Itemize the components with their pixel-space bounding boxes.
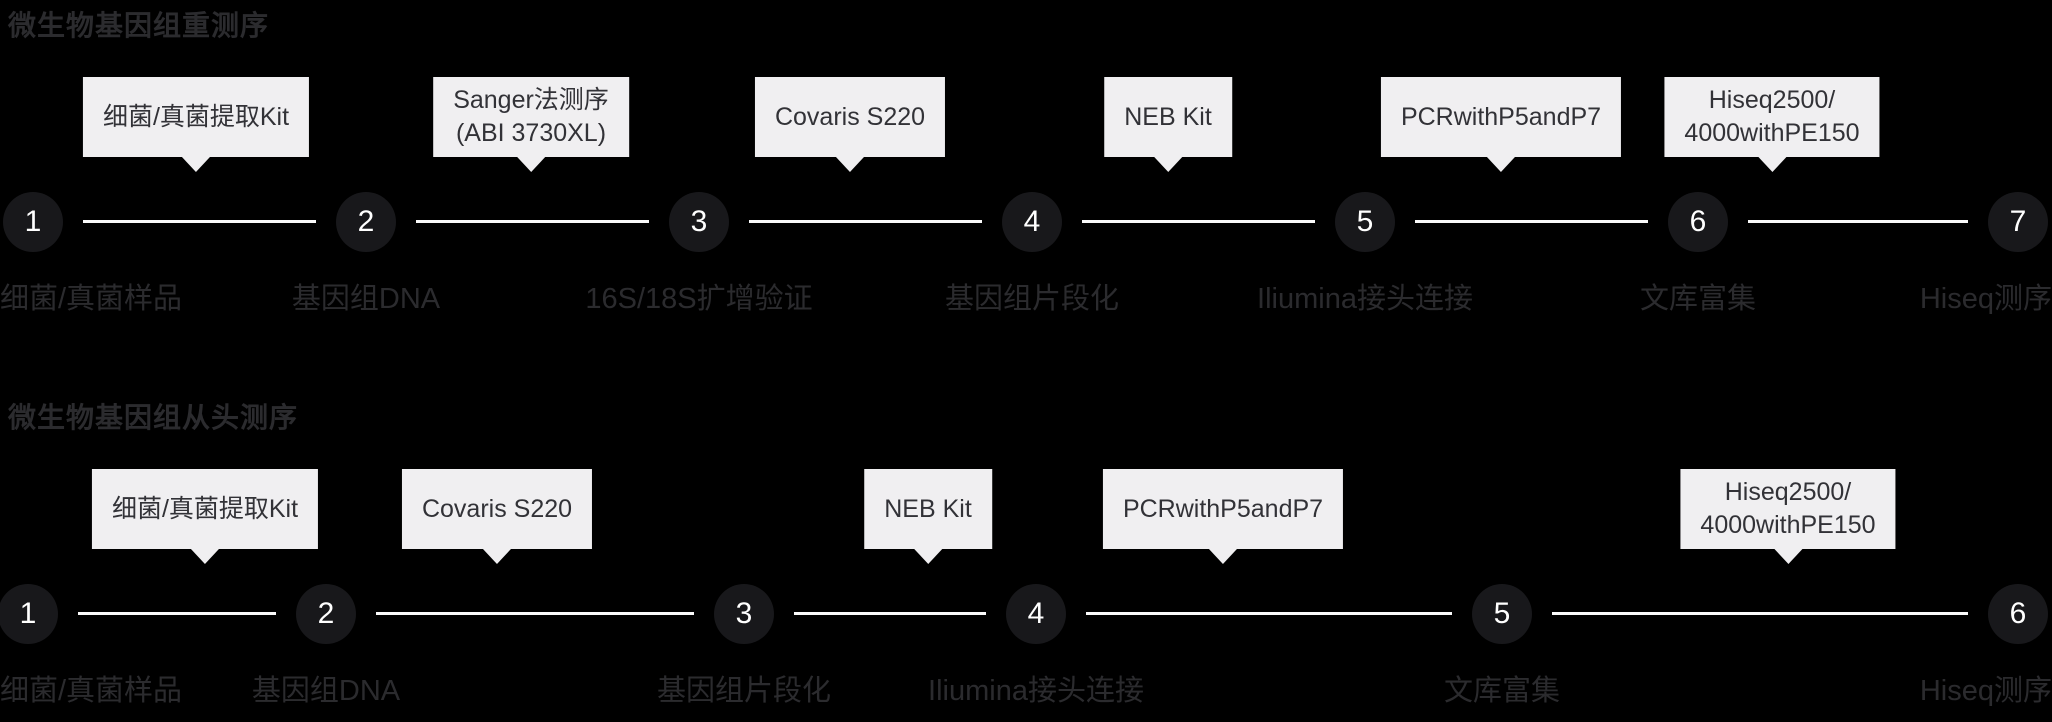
step-number: 2 — [357, 205, 375, 238]
section-title: 微生物基因组重测序 — [8, 10, 270, 41]
step-number: 2 — [317, 597, 335, 630]
step-label: 基因组DNA — [251, 675, 401, 707]
step-tooltip: NEB Kit — [864, 469, 992, 564]
step-number: 4 — [1023, 205, 1041, 238]
tooltip-arrow-icon — [1773, 549, 1802, 564]
step-label: 基因组片段化 — [944, 283, 1120, 315]
connector-line — [83, 220, 316, 223]
step-tooltip: Hiseq2500/4000withPE150 — [1664, 77, 1880, 172]
step-label: 基因组片段化 — [656, 675, 832, 707]
step-number: 3 — [690, 205, 708, 238]
step-tooltip: Sanger法测序 (ABI 3730XL) — [433, 77, 629, 172]
tooltip-text: Covaris S220 — [421, 494, 573, 523]
tooltip-text: Sanger法测序 — [453, 86, 609, 114]
step-circle: 2 — [296, 584, 356, 644]
step-circle: 4 — [1006, 584, 1066, 644]
step-circle: 1 — [0, 584, 58, 644]
step-circle: 7 — [1988, 192, 2048, 252]
tooltip-text: 细菌/真菌提取Kit — [111, 494, 299, 523]
tooltip-arrow-icon — [1757, 157, 1786, 172]
tooltip-text: 4000withPE150 — [1700, 511, 1876, 539]
step-tooltip: Hiseq2500/4000withPE150 — [1680, 469, 1896, 564]
tooltip-arrow-icon — [191, 549, 219, 564]
step-number: 5 — [1356, 205, 1374, 238]
step-label: Hiseq测序 — [1919, 283, 2052, 315]
step-tooltip: 细菌/真菌提取Kit — [82, 77, 310, 172]
step-label: Iliumina接头连接 — [928, 675, 1144, 707]
step-circle: 5 — [1472, 584, 1532, 644]
workflow-section-resequencing: 微生物基因组重测序 细菌/真菌提取Kit Sanger法测序 (ABI 3730XL… — [0, 0, 2052, 330]
step-circle: 3 — [714, 584, 774, 644]
tooltip-text: PCRwithP5andP7 — [1122, 494, 1324, 523]
tooltip-arrow-icon — [835, 157, 864, 172]
step-label: 文库富集 — [1639, 283, 1757, 315]
step-number: 1 — [24, 205, 42, 238]
step-number: 6 — [1689, 205, 1707, 238]
step-label: 细菌/真菌样品 — [0, 675, 183, 707]
step-number: 1 — [19, 597, 37, 630]
tooltip-arrow-icon — [1209, 549, 1237, 564]
workflow-section-denovo: 微生物基因组从头测序 细菌/真菌提取Kit Covaris S220 NEB Kit… — [0, 392, 2052, 722]
step-tooltip: Covaris S220 — [401, 469, 593, 564]
step-number: 6 — [2009, 597, 2027, 630]
tooltip-text: PCRwithP5andP7 — [1400, 102, 1602, 131]
step-tooltip: Covaris S220 — [754, 77, 946, 172]
step-tooltip: 细菌/真菌提取Kit — [91, 469, 319, 564]
timeline: 细菌/真菌提取Kit Sanger法测序 (ABI 3730XL) Covaris S… — [0, 0, 2052, 330]
step-label: Hiseq测序 — [1919, 675, 2052, 707]
tooltip-text: Hiseq2500/ — [1708, 86, 1836, 114]
section-title: 微生物基因组从头测序 — [8, 402, 299, 433]
step-circle: 2 — [336, 192, 396, 252]
step-tooltip: PCRwithP5andP7 — [1380, 77, 1622, 172]
step-tooltip: PCRwithP5andP7 — [1102, 469, 1344, 564]
step-circle: 6 — [1668, 192, 1728, 252]
step-number: 7 — [2009, 205, 2027, 238]
connector-line — [1086, 612, 1452, 615]
connector-line — [376, 612, 694, 615]
connector-line — [749, 220, 982, 223]
step-label: 16S/18S扩增验证 — [585, 283, 813, 315]
tooltip-arrow-icon — [517, 157, 545, 172]
step-label: 基因组DNA — [291, 283, 441, 315]
tooltip-text: NEB Kit — [884, 494, 972, 523]
step-number: 5 — [1493, 597, 1511, 630]
connector-line — [794, 612, 986, 615]
tooltip-text: 细菌/真菌提取Kit — [102, 102, 290, 131]
step-tooltip: NEB Kit — [1104, 77, 1232, 172]
step-circle: 4 — [1002, 192, 1062, 252]
tooltip-text: Covaris S220 — [774, 102, 926, 131]
connector-line — [1552, 612, 1968, 615]
connector-line — [1748, 220, 1968, 223]
tooltip-text: 4000withPE150 — [1684, 119, 1860, 147]
connector-line — [1415, 220, 1648, 223]
step-circle: 5 — [1335, 192, 1395, 252]
step-circle: 6 — [1988, 584, 2048, 644]
tooltip-text: NEB Kit — [1124, 102, 1212, 131]
step-number: 3 — [735, 597, 753, 630]
step-number: 4 — [1027, 597, 1045, 630]
tooltip-text: (ABI 3730XL) — [455, 119, 607, 147]
step-circle: 1 — [3, 192, 63, 252]
tooltip-arrow-icon — [182, 157, 210, 172]
connector-line — [1082, 220, 1315, 223]
tooltip-arrow-icon — [482, 549, 511, 564]
tooltip-arrow-icon — [1154, 157, 1182, 172]
tooltip-arrow-icon — [914, 549, 942, 564]
step-circle: 3 — [669, 192, 729, 252]
tooltip-text: Hiseq2500/ — [1724, 478, 1852, 506]
step-label: 细菌/真菌样品 — [0, 283, 183, 315]
timeline: 细菌/真菌提取Kit Covaris S220 NEB Kit PCRwithP5an… — [0, 392, 2052, 722]
step-label: 文库富集 — [1443, 675, 1561, 707]
connector-line — [416, 220, 649, 223]
tooltip-arrow-icon — [1487, 157, 1515, 172]
step-label: Iliumina接头连接 — [1257, 283, 1473, 315]
connector-line — [78, 612, 276, 615]
